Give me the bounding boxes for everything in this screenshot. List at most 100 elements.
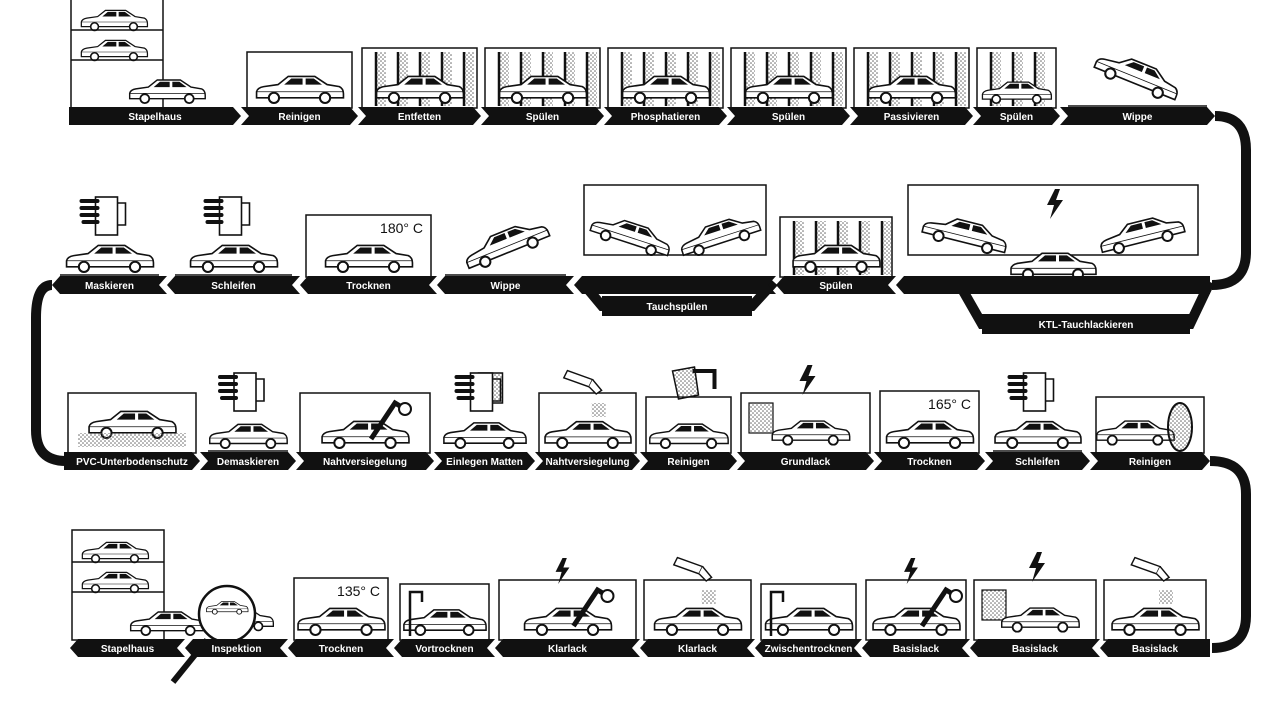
spray-curtain [860, 221, 870, 275]
station-stapelhaus[interactable]: Stapelhaus [69, 107, 241, 125]
station-illustration-wippe [1068, 46, 1207, 107]
spray-curtain [890, 52, 900, 106]
station-trocknen[interactable]: Trocknen [288, 639, 394, 657]
spray-curtain [956, 52, 966, 106]
station-segment-arrow [640, 452, 737, 470]
station-label: Inspektion [211, 644, 261, 655]
pvc-spray [78, 433, 186, 447]
car-body-icon [189, 244, 279, 273]
station-trocknen[interactable]: Trocknen [874, 452, 985, 470]
station-reinigen[interactable]: Reinigen [640, 452, 737, 470]
station-label: Nahtversiegelung [546, 457, 630, 468]
station-segment-arrow [64, 452, 200, 470]
spray-mist [701, 590, 716, 604]
station-segment-arrow [970, 639, 1100, 657]
station-illustration-schleifen [993, 371, 1082, 452]
station-basislack[interactable]: Basislack [862, 639, 970, 657]
station-label: Trocknen [319, 644, 363, 655]
hand-tool-icon [79, 195, 128, 237]
station-label: Zwischentrocknen [765, 644, 853, 655]
dryer-nozzle-icon [769, 590, 785, 636]
station-illustration-nahtversiegelung [299, 392, 431, 454]
station-segment-arrow [437, 276, 574, 294]
station-basislack[interactable]: Basislack [1100, 639, 1210, 657]
station-illustration-vortrocknen [399, 583, 490, 641]
robot-joint-icon [949, 589, 963, 603]
station-stapelhaus[interactable]: Stapelhaus [70, 639, 185, 657]
station-segment-arrow [185, 639, 288, 657]
spray-curtain [376, 52, 386, 106]
station-schleifen[interactable]: Schleifen [167, 276, 300, 294]
station-maskieren[interactable]: Maskieren [52, 276, 167, 294]
spray-curtain [868, 52, 878, 106]
station-pvc-unterbodenschutz[interactable]: PVC-Unterbodenschutz [64, 452, 200, 470]
station-schleifen[interactable]: Schleifen [985, 452, 1090, 470]
station-segment-arrow [52, 276, 167, 294]
spray-mist [1159, 590, 1173, 604]
oven-temperature: 180° C [380, 220, 423, 236]
station-klarlack[interactable]: Klarlack [495, 639, 640, 657]
car-body-icon [442, 421, 528, 449]
magnifier-lens-icon [197, 584, 257, 644]
station-label: Entfetten [398, 112, 441, 123]
robot-joint-icon [398, 402, 412, 416]
station-trocknen[interactable]: Trocknen [300, 276, 437, 294]
station-label: Basislack [893, 644, 940, 655]
station-label: Maskieren [85, 281, 134, 292]
station-label: Spülen [819, 281, 852, 292]
station-label: Spülen [772, 112, 805, 123]
electrostatic-bell-icon [981, 589, 1007, 621]
station-wippe[interactable]: Wippe [437, 276, 574, 294]
station-wippe[interactable]: Wippe [1060, 107, 1215, 125]
oven-temperature: 165° C [928, 396, 971, 412]
station-phosphatieren[interactable]: Phosphatieren [604, 107, 727, 125]
station-ktl-tauchlackieren[interactable]: KTL-Tauchlackieren [896, 276, 1210, 334]
spray-curtain [882, 221, 892, 275]
spray-mist [591, 403, 606, 417]
station-segment-arrow [535, 452, 640, 470]
station-label: Passivieren [884, 112, 940, 123]
station-klarlack[interactable]: Klarlack [640, 639, 755, 657]
station-nahtversiegelung[interactable]: Nahtversiegelung [535, 452, 640, 470]
station-inspektion[interactable]: Inspektion [185, 639, 288, 657]
station-nahtversiegelung[interactable]: Nahtversiegelung [296, 452, 434, 470]
station-spulen[interactable]: Spülen [727, 107, 850, 125]
station-demaskieren[interactable]: Demaskieren [200, 452, 296, 470]
station-segment-arrow [434, 452, 535, 470]
station-passivieren[interactable]: Passivieren [850, 107, 973, 125]
station-zwischentrocknen[interactable]: Zwischentrocknen [755, 639, 862, 657]
hand-tool-icon [218, 371, 266, 413]
station-segment-arrow [727, 107, 850, 125]
station-reinigen[interactable]: Reinigen [1090, 452, 1210, 470]
station-spulen[interactable]: Spülen [973, 107, 1060, 125]
station-basislack[interactable]: Basislack [970, 639, 1100, 657]
station-einlegen-matten[interactable]: Einlegen Matten [434, 452, 535, 470]
car-body-icon [65, 244, 155, 273]
station-illustration-stapelhaus [70, 0, 207, 115]
station-segment-arrow [1090, 452, 1210, 470]
spray-gun-icon [563, 369, 603, 395]
station-entfetten[interactable]: Entfetten [358, 107, 481, 125]
station-vortrocknen[interactable]: Vortrocknen [394, 639, 495, 657]
station-label: Nahtversiegelung [323, 457, 407, 468]
station-spulen[interactable]: Spülen [776, 276, 896, 294]
station-segment-arrow [737, 452, 874, 470]
station-segment-arrow [300, 276, 437, 294]
spray-curtain [710, 52, 720, 106]
station-label: Phosphatieren [631, 112, 700, 123]
spray-gun-icon [1130, 556, 1170, 582]
station-grundlack[interactable]: Grundlack [737, 452, 874, 470]
station-illustration-trocknen: 165° C [879, 390, 980, 454]
station-label: Schleifen [1015, 457, 1059, 468]
station-reinigen[interactable]: Reinigen [241, 107, 358, 125]
station-segment-arrow [985, 452, 1090, 470]
station-illustration-ktl-tauchlackieren [907, 184, 1199, 281]
station-label: Klarlack [678, 644, 717, 655]
station-illustration-phosphatieren [607, 47, 724, 109]
station-label: Basislack [1012, 644, 1059, 655]
station-spulen[interactable]: Spülen [481, 107, 604, 125]
station-tauchspulen[interactable]: Tauchspülen [574, 276, 776, 316]
electric-bolt-icon [799, 365, 816, 395]
station-label: Klarlack [548, 644, 587, 655]
